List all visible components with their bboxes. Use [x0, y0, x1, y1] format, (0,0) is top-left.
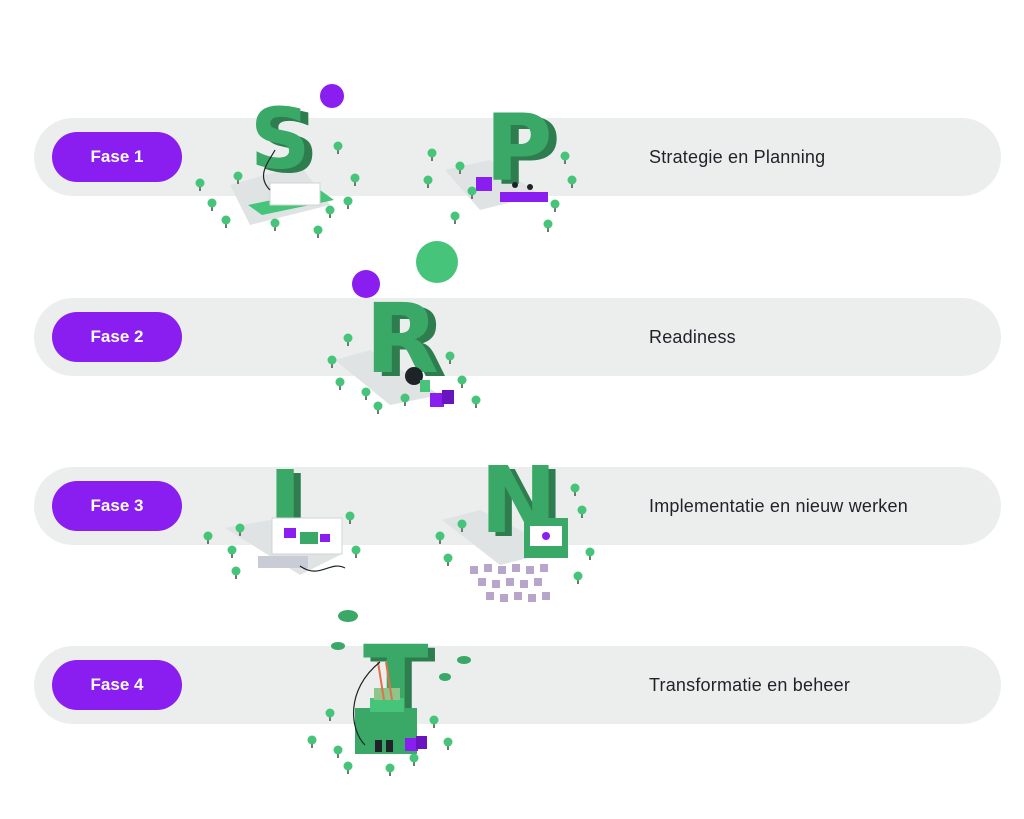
phase-title-1: Strategie en Planning: [649, 146, 826, 167]
phase-badge-2[interactable]: Fase 2: [52, 312, 182, 362]
phase-title-4: Transformatie en beheer: [649, 674, 851, 695]
phase-row-3: Fase 3 Implementatie en nieuw werken: [34, 467, 1001, 545]
phase-row-1: Fase 1 Strategie en Planning: [34, 118, 1001, 196]
phase-badge-4[interactable]: Fase 4: [52, 660, 182, 710]
phase-title-3: Implementatie en nieuw werken: [649, 495, 908, 516]
phase-title-2: Readiness: [649, 326, 736, 347]
phase-row-4: Fase 4 Transformatie en beheer: [34, 646, 1001, 724]
phase-badge-3[interactable]: Fase 3: [52, 481, 182, 531]
phase-badge-1[interactable]: Fase 1: [52, 132, 182, 182]
phase-row-2: Fase 2 Readiness: [34, 298, 1001, 376]
